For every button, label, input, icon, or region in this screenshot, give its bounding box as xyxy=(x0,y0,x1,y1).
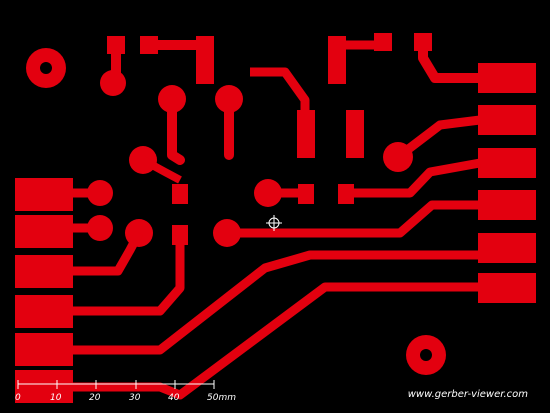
edge-pad-left-6 xyxy=(15,370,73,403)
smd-pad xyxy=(172,184,188,204)
edge-pad-right-4 xyxy=(478,190,536,220)
edge-pad-right-2 xyxy=(478,105,536,135)
edge-pad-right-1 xyxy=(478,63,536,93)
mounting-hole-top-left xyxy=(26,48,66,88)
crosshair-icon xyxy=(266,215,282,231)
copper-traces xyxy=(73,40,481,400)
edge-pad-right-5 xyxy=(478,233,536,263)
smd-pad xyxy=(172,225,188,245)
scale-tick-label: 50mm xyxy=(207,393,236,403)
smd-pad xyxy=(297,110,315,158)
edge-pad-left-3 xyxy=(15,255,73,288)
edge-pad-left-2 xyxy=(15,215,73,248)
smd-pad xyxy=(346,110,364,158)
scale-tick-label: 10 xyxy=(50,393,62,403)
scale-tick-label: 40 xyxy=(168,393,180,403)
edge-pad-left-4 xyxy=(15,295,73,328)
scale-bar xyxy=(17,380,215,389)
scale-tick-label: 30 xyxy=(129,393,141,403)
scale-tick-label: 20 xyxy=(89,393,101,403)
edge-pad-left-1 xyxy=(15,178,73,211)
mounting-hole-bottom-right xyxy=(406,335,446,375)
edge-pad-right-3 xyxy=(478,148,536,178)
edge-pad-left-5 xyxy=(15,333,73,366)
watermark-link[interactable]: www.gerber-viewer.com xyxy=(407,389,528,400)
edge-pad-right-6 xyxy=(478,273,536,303)
scale-tick-label: 0 xyxy=(15,393,21,403)
